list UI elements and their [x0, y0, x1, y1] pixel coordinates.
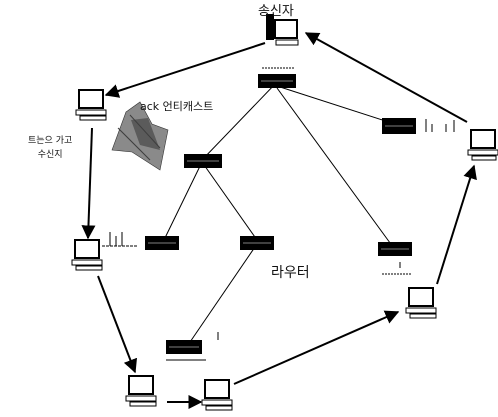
- arrow-sender-to-host-left: [104, 42, 266, 98]
- link-mid-left: [162, 161, 203, 243]
- arrow-to-right-host: [233, 310, 400, 385]
- ack-unicast-label: ack 언티캐스트: [140, 100, 214, 113]
- computer-icon: [201, 379, 233, 411]
- computer-icon: [71, 239, 103, 271]
- router-links: [162, 81, 399, 346]
- ack-shape-hatch: [129, 114, 161, 149]
- computer-icon: [405, 287, 437, 319]
- router-icon: [145, 236, 179, 250]
- nearest-receiver-label: 트는으 가고 수신지: [28, 136, 73, 160]
- arrow-left-down: [81, 127, 96, 240]
- link-core-lowright: [276, 87, 394, 248]
- arrow-to-sender: [304, 32, 468, 123]
- ack-arrow-icon: [111, 101, 169, 171]
- sender-label: 송신자: [258, 4, 294, 19]
- link-core-right: [276, 85, 399, 126]
- router-label: 라우터: [271, 265, 310, 281]
- link-lower: [187, 243, 258, 346]
- computer-icon: [125, 375, 157, 407]
- link-core-left: [201, 81, 278, 161]
- router-icon: [240, 236, 274, 250]
- ack-shape-hatch: [117, 127, 151, 161]
- router-icon: [378, 242, 412, 275]
- ack-shape-shadow: [131, 118, 160, 150]
- computer-icon: [266, 14, 299, 46]
- link-ticks: [102, 119, 455, 340]
- arrow-up-right: [436, 164, 477, 285]
- link-mid-right: [201, 161, 258, 241]
- arrow-to-bottom-host: [97, 275, 138, 374]
- router-icon: [166, 340, 206, 361]
- multicast-flow-arrows: [81, 32, 477, 409]
- computer-icon: [467, 129, 498, 161]
- computer-icon: [75, 89, 107, 121]
- router-icon: [184, 154, 222, 168]
- router-icon: [382, 118, 416, 134]
- router-icon: [258, 67, 296, 88]
